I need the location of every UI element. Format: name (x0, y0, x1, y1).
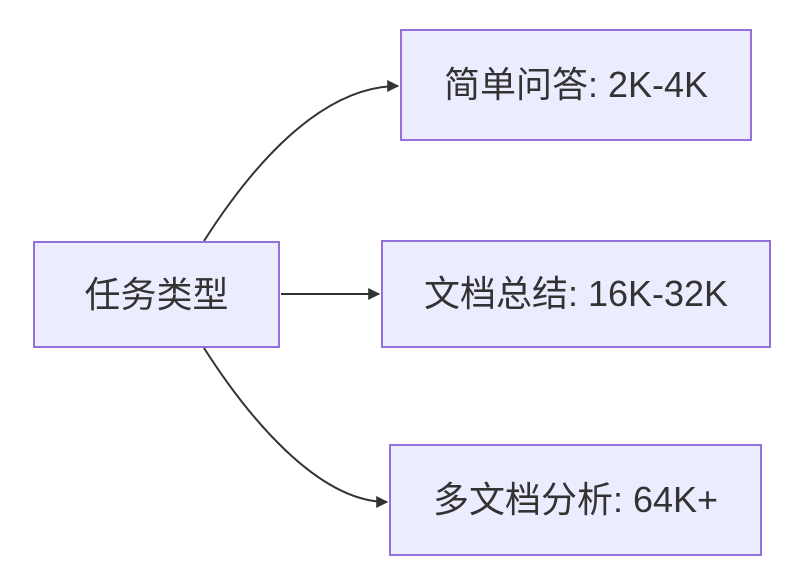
edge-task-type-to-multi-doc (203, 347, 389, 508)
node-task-type-label: 任务类型 (84, 273, 229, 315)
node-simple-qa-label: 简单问答: 2K-4K (443, 64, 709, 106)
node-simple-qa: 简单问答: 2K-4K (400, 29, 752, 141)
node-doc-summary-label: 文档总结: 16K-32K (423, 273, 729, 315)
node-doc-summary: 文档总结: 16K-32K (381, 240, 771, 348)
node-multi-doc-label: 多文档分析: 64K+ (432, 479, 719, 521)
edge-task-type-to-simple-qa (203, 80, 400, 242)
node-multi-doc: 多文档分析: 64K+ (389, 444, 762, 556)
node-task-type: 任务类型 (33, 241, 280, 348)
